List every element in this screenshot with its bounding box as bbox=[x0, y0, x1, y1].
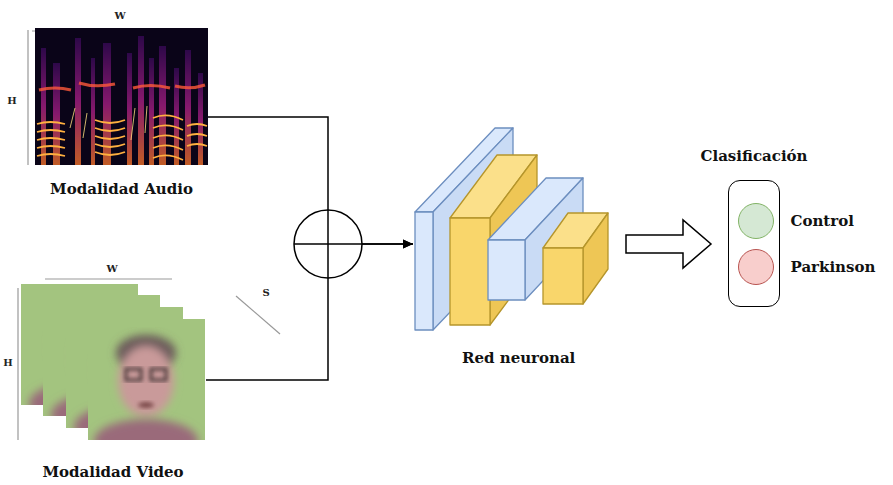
dimension-lines bbox=[18, 30, 280, 440]
network-blocks bbox=[415, 128, 608, 330]
connector-line bbox=[206, 244, 413, 380]
dimension-label: W bbox=[114, 10, 125, 21]
control-circle: Control bbox=[738, 203, 774, 239]
connector-line bbox=[208, 117, 413, 244]
node-label: Modalidad Video bbox=[42, 463, 183, 481]
video-frames bbox=[21, 284, 205, 463]
audio-modality: Modalidad Audio bbox=[35, 28, 208, 165]
classification-box: ClasificaciónControlParkinson bbox=[728, 180, 780, 307]
neural-network: Red neuronal bbox=[413, 126, 611, 334]
sum-symbol bbox=[294, 210, 362, 278]
node-label: Modalidad Audio bbox=[50, 180, 193, 198]
node-label: Control bbox=[791, 212, 854, 230]
dimension-label: S bbox=[262, 287, 269, 298]
node-label: Clasificación bbox=[701, 147, 808, 165]
hollow-arrow bbox=[626, 220, 711, 268]
parkinson-circle: Parkinson bbox=[738, 249, 774, 285]
spectrogram bbox=[35, 28, 208, 165]
dimension-label: W bbox=[106, 263, 117, 274]
node-label: Parkinson bbox=[791, 258, 876, 276]
dimension-label: H bbox=[3, 357, 12, 368]
dimension-label: H bbox=[7, 95, 16, 106]
node-label: Red neuronal bbox=[462, 346, 562, 370]
video-modality: Modalidad Video bbox=[20, 284, 206, 444]
